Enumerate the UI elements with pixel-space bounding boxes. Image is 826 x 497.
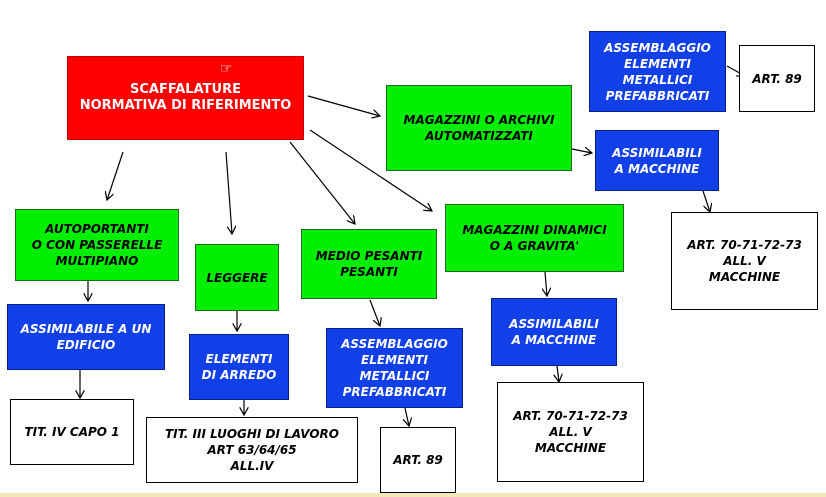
hand-pointer-icon: ☞ [220, 61, 233, 77]
arrow-assemblaggio-to-art89 [405, 407, 409, 426]
art70-top-node: ART. 70-71-72-73 ALL. V MACCHINE [671, 212, 818, 310]
medio-pesanti-node: MEDIO PESANTI PESANTI [301, 229, 437, 299]
leggere-node: LEGGERE [195, 244, 279, 311]
assimilabili-top-node: ASSIMILABILI A MACCHINE [595, 130, 719, 191]
arrow-medio-to-assemblaggio [369, 299, 380, 326]
magazzini-automatizzati-node: MAGAZZINI O ARCHIVI AUTOMATIZZATI [386, 85, 572, 171]
arrow-root-to-medio-pesanti [289, 141, 355, 224]
arrow-root-to-magazzini-dinamici [309, 129, 432, 211]
arrow-root-to-autoportanti [107, 151, 124, 200]
root-node[interactable]: SCAFFALATURE NORMATIVA DI RIFERIMENTO [67, 56, 304, 140]
tit-iv-node: TIT. IV CAPO 1 [10, 399, 134, 465]
art89-top-node: ART. 89 [739, 45, 815, 112]
assemblaggio-node: ASSEMBLAGGIO ELEMENTI METALLICI PREFABBR… [326, 328, 463, 408]
art70-mid-node: ART. 70-71-72-73 ALL. V MACCHINE [497, 382, 644, 482]
magazzini-dinamici-node: MAGAZZINI DINAMICI O A GRAVITA' [445, 204, 624, 272]
art89-mid-node: ART. 89 [380, 427, 456, 493]
assimilabili-macchine-node: ASSIMILABILI A MACCHINE [491, 298, 617, 366]
autoportanti-node: AUTOPORTANTI O CON PASSERELLE MULTIPIANO [15, 209, 179, 281]
arrow-dinamici-to-assimilabili [545, 271, 547, 296]
arrow-assimilabili-to-art70 [557, 365, 559, 382]
arrow-root-to-leggere [225, 151, 232, 234]
elementi-arredo-node: ELEMENTI DI ARREDO [189, 334, 289, 400]
assimilabile-edificio-node: ASSIMILABILE A UN EDIFICIO [7, 304, 165, 370]
arrow-automatizzati-to-assimilabili [571, 149, 592, 153]
bottom-strip [0, 493, 826, 497]
assemblaggio-top-node: ASSEMBLAGGIO ELEMENTI METALLICI PREFABBR… [589, 31, 726, 112]
arrow-root-to-magazzini-automatizzati [307, 95, 380, 116]
tit-iii-node: TIT. III LUOGHI DI LAVORO ART 63/64/65 A… [146, 417, 358, 483]
arrow-assimilabili-top-to-art70 [702, 190, 710, 212]
